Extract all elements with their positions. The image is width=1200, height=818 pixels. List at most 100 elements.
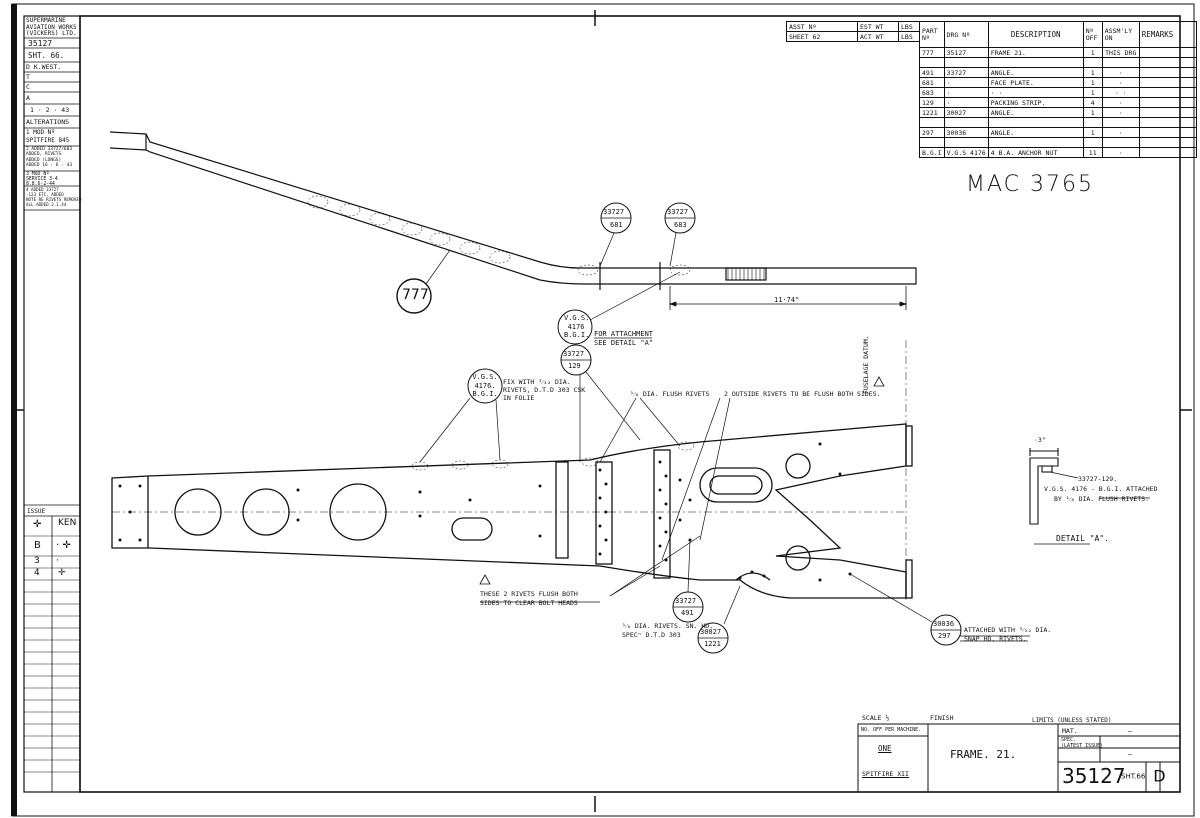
table-cell [919,117,945,128]
left-strip-lines [24,37,80,792]
callout-777: 777 [402,287,429,303]
table-cell: 1221 [919,107,945,118]
callout-30027-1221-top: 30027 [700,628,722,636]
header-drawing-no: DRG Nº [943,21,989,48]
table-row: 681·FACE PLATE.1· [919,77,1197,88]
table-cell [1138,97,1197,108]
table-cell: · · [1101,87,1140,98]
warning-triangles [479,376,885,585]
header-part-no: PART Nº [919,21,945,48]
dimension-line-1174 [668,286,908,310]
table-cell [1101,57,1140,68]
table-row [919,57,1197,68]
table-row [919,117,1197,128]
title-part-name: FRAME. 21. [950,748,1017,761]
header-description: DESCRIPTION [987,21,1084,48]
table-cell: 4 B.A. ANCHOR NUT [987,147,1084,158]
table-cell: · [943,87,989,98]
table-cell [919,57,945,68]
strip-sheet-number: SHT. 66. [28,51,65,60]
table-cell: THIS DRG [1101,47,1140,58]
title-material-label: MAT. [1062,727,1078,735]
issue-row-3-mark: 3 [34,556,40,566]
title-finish: FINISH [930,714,954,722]
table-cell: 11 [1082,147,1103,158]
table-cell: 33727 [943,67,989,78]
table-row: 683·· ·1· · [919,87,1197,98]
note-flush-rivets: ¹⁄₈ DIA. FLUSH RIVETS [630,390,710,398]
title-no-off: NO. OFF PER MACHINE. [861,727,922,733]
table-cell: PACKING STRIP. [987,97,1084,108]
table-cell: · [1101,67,1140,78]
issue-row-1-mark: ✛ [33,519,42,530]
header-remarks: REMARKS [1138,21,1197,48]
issue-row-2-initials: · ✛ [56,540,71,551]
title-block-lines [857,723,1181,793]
callout-33727-681-top: 33727 [603,208,625,216]
note-outside-rivets: 2 OUTSIDE RIVETS TO BE FLUSH BOTH SIDES. [724,390,881,398]
table-cell: · [943,97,989,108]
table-cell: 30036 [943,127,989,138]
plan-rivet-groups [307,195,691,276]
table-cell [943,57,989,68]
table-cell [1138,67,1197,78]
title-limits: LIMITS (UNLESS STATED) [1032,717,1112,724]
handwritten-reference: MAC 3765 [966,172,1094,197]
table-cell: FACE PLATE. [987,77,1084,88]
table-cell: 777 [919,47,945,58]
callout-30036-297-bottom: 297 [938,632,951,640]
table-cell: 1 [1082,67,1103,78]
table-cell: 681 [919,77,945,88]
table-cell: B.G.I [919,147,945,158]
table-cell [943,117,989,128]
traced-by: T [26,73,30,81]
table-cell: 30027 [943,107,989,118]
assembly-weight-box: ASST Nº EST WT LBS SHEET 62 ACT WT LBS [786,21,920,42]
callout-33727-683-bottom: 683 [674,221,687,229]
callout-vgs-4176-lower: V.G.S.4176.B.G.I. [472,373,498,398]
parts-list-table: PART Nº DRG Nº DESCRIPTION Nº OFF ASSM'L… [919,21,1197,158]
callout-33727-491-bottom: 491 [681,609,694,617]
table-cell [919,137,945,148]
callout-33727-681-bottom: 681 [610,221,623,229]
note-snap-head-rivets: ¹⁄₈ DIA. RIVETS. SN. HD.SPECⁿ D.T.D 303 [622,622,714,639]
table-cell: 1 [1082,107,1103,118]
title-scale: SCALE ½ [862,714,890,722]
table-cell: ANGLE. [987,67,1084,78]
callout-bubbles [396,202,962,654]
table-cell: ANGLE. [987,107,1084,118]
table-cell [1138,127,1197,138]
note-fuselage-datum: FUSELAGE DATUM. [862,335,870,394]
table-cell: EST WT [857,21,899,32]
table-cell: 1 [1082,87,1103,98]
table-cell: · [943,77,989,88]
alterations-heading: ALTERATIONS [26,118,70,126]
table-cell: · [1101,107,1140,118]
table-cell [1082,117,1103,128]
table-cell: 1 [1082,127,1103,138]
table-row: 129·PACKING STRIP.4· [919,97,1197,108]
table-cell [1138,117,1197,128]
table-cell: · [1101,77,1140,88]
rivet-marks [118,442,852,582]
note-attached-with: ATTACHED WITH ³⁄₃₂ DIA.SNAP HD. RIVETS. [964,626,1052,643]
callout-dividers [561,217,961,639]
table-cell [1101,117,1140,128]
issue-row-1-initials: KEN [58,518,77,528]
table-cell [943,137,989,148]
drawing-date: 1 · 2 · 43 [30,106,70,114]
callout-33727-129-top: 33727 [563,350,585,358]
table-cell: 1 [1082,47,1103,58]
